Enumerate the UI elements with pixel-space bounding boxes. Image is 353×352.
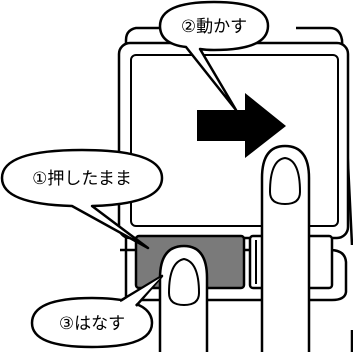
button-bezel: [120, 248, 348, 302]
callout-hold: ①押したまま: [0, 148, 164, 250]
callout-release: ③はなす: [30, 274, 164, 349]
callout-move-label: ②動かす: [181, 17, 247, 37]
callout-move: ②動かす: [158, 0, 270, 112]
fingernail-icon: [268, 156, 302, 206]
arrow-right-icon: [197, 93, 286, 158]
callout-hold-label: ①押したまま: [32, 169, 132, 189]
fingernail-icon: [167, 257, 201, 307]
callout-release-label: ③はなす: [59, 314, 125, 334]
